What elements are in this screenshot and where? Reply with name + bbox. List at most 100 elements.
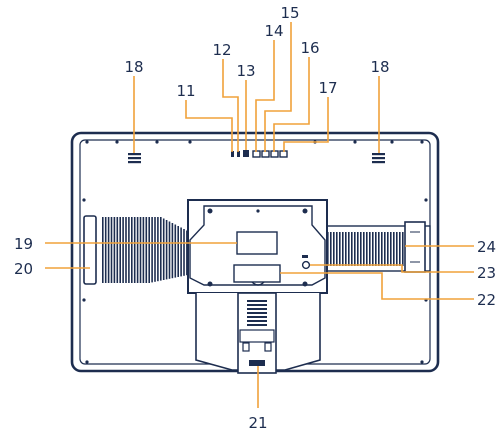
leader-12 (222, 59, 239, 152)
vent-slot (136, 217, 139, 283)
button-23 (301, 260, 311, 270)
vent-slot (384, 232, 386, 266)
vent-slot (177, 226, 179, 277)
callout-18-right: 18 (370, 58, 389, 76)
vent-slot (142, 217, 145, 283)
callout-11: 11 (176, 82, 195, 100)
vent-slot (381, 232, 383, 266)
vent-slot (165, 220, 168, 280)
vent-slot (186, 230, 188, 276)
vent-slot (345, 232, 347, 266)
vent-slot (247, 300, 267, 302)
label-plate-19 (236, 231, 278, 255)
callout-21: 21 (248, 414, 267, 432)
vent-slot (168, 221, 171, 279)
stand-column (195, 292, 321, 374)
vent-slot (102, 217, 104, 283)
callout-18-left: 18 (124, 58, 143, 76)
port-13 (243, 150, 249, 157)
vent-slot (390, 232, 392, 266)
vent-slot (363, 232, 365, 266)
vent-slot (247, 308, 267, 310)
leader-17 (283, 97, 329, 152)
vent-slot (116, 217, 119, 283)
callout-17: 17 (318, 79, 337, 97)
vent-slot (104, 217, 107, 283)
vent-slot (399, 232, 401, 266)
vent-slot (357, 232, 359, 266)
leader-16 (273, 57, 310, 152)
speaker-left (128, 153, 141, 164)
vent-slot (378, 232, 380, 266)
callout-23: 23 (477, 264, 496, 282)
vent-slot (171, 223, 174, 279)
left-vent-grill (102, 217, 188, 283)
vent-slot (351, 232, 353, 266)
vent-slot (160, 217, 162, 281)
vent-slot (122, 217, 124, 283)
vent-slot (369, 232, 371, 266)
vent-slot (247, 324, 267, 326)
vent-slot (247, 320, 267, 322)
vent-slot (247, 304, 267, 306)
vent-slot (119, 217, 121, 283)
vent-slot (339, 232, 341, 266)
vent-slot (133, 217, 136, 283)
port-12 (237, 151, 240, 157)
vent-slot (154, 217, 156, 282)
port-11 (231, 151, 234, 157)
vent-slot (110, 217, 113, 283)
vent-slot (360, 232, 362, 266)
label-plate-22 (233, 264, 281, 283)
vent-slot (366, 232, 368, 266)
vent-slot (180, 227, 182, 277)
vent-slot (125, 217, 127, 283)
vent-slot (157, 217, 159, 282)
leader-15 (264, 22, 292, 152)
callout-12: 12 (212, 41, 231, 59)
leader-11 (185, 100, 233, 152)
vent-slot (333, 232, 335, 266)
leader-lines (45, 22, 474, 408)
speaker-right (372, 153, 385, 164)
left-handle (83, 215, 97, 285)
leader-14 (255, 40, 275, 152)
vent-slot (128, 217, 130, 283)
callout-16: 16 (300, 39, 319, 57)
leader-22 (280, 272, 474, 300)
callout-labels: 11 12 13 14 15 16 17 18 18 19 20 21 22 2… (14, 4, 496, 432)
vent-slot (330, 232, 332, 266)
vent-slot (107, 217, 110, 283)
vent-slot (151, 217, 153, 283)
vent-slot (336, 232, 338, 266)
vent-slot (139, 217, 142, 283)
right-expansion-module (321, 221, 431, 273)
callout-13: 13 (236, 62, 255, 80)
vent-slot (148, 217, 150, 283)
vent-slot (387, 232, 389, 266)
vent-slot (131, 217, 133, 283)
vent-slot (183, 229, 185, 276)
callout-24: 24 (477, 238, 496, 256)
callout-20: 20 (14, 260, 33, 278)
vent-slot (348, 232, 350, 266)
callout-19: 19 (14, 235, 33, 253)
vent-slot (396, 232, 398, 266)
stand-mount (187, 199, 328, 294)
callout-15: 15 (280, 4, 299, 22)
vent-slot (247, 312, 267, 314)
vent-slot (174, 224, 177, 278)
port-21 (249, 360, 265, 366)
vent-slot (393, 232, 395, 266)
vent-slot (247, 316, 267, 318)
vent-slot (145, 217, 148, 283)
callout-14: 14 (264, 22, 283, 40)
leader-23 (310, 264, 474, 273)
vent-slot (342, 232, 344, 266)
vent-slot (402, 232, 404, 266)
vent-slot (375, 232, 377, 266)
callout-22: 22 (477, 291, 496, 309)
vent-slot (372, 232, 374, 266)
vent-slot (162, 218, 165, 280)
